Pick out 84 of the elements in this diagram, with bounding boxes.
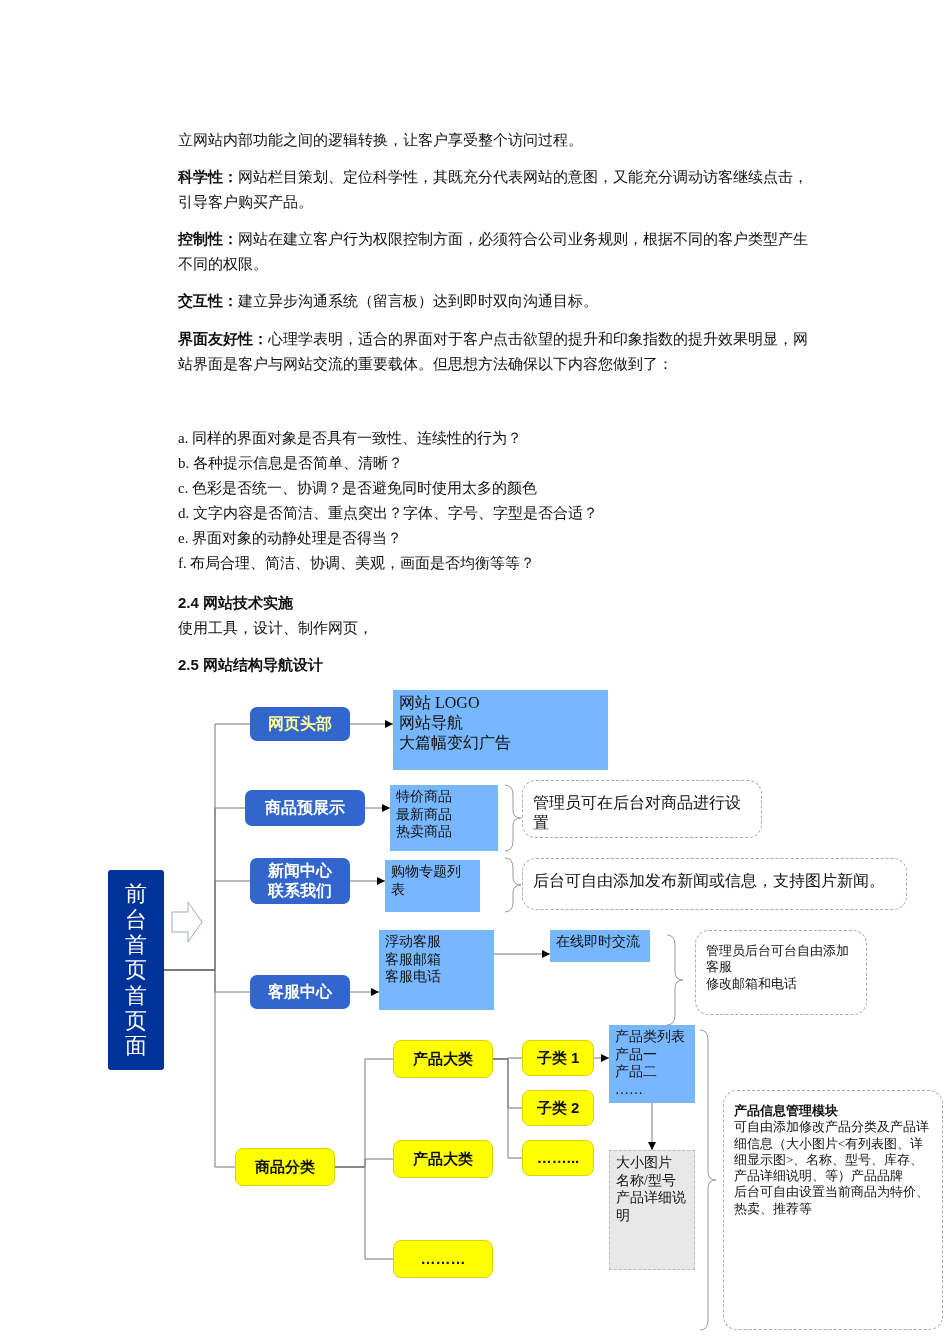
node-label: 管理员可在后台对商品进行设置 — [533, 793, 742, 833]
note-box — [695, 930, 867, 1015]
arrow — [364, 804, 391, 812]
node-label: 产品一 — [615, 1045, 658, 1063]
node-label: 管理员后台可台自由添加客服 — [706, 943, 850, 976]
content-box — [379, 930, 494, 1010]
node-label: 大篇幅变幻广告 — [399, 733, 512, 753]
category-box — [522, 1140, 594, 1176]
arrow — [493, 950, 551, 958]
node-label: 最新商品 — [396, 805, 453, 823]
arrow — [648, 1102, 656, 1151]
title-banner — [108, 870, 164, 1070]
node-label: 商品分类 — [254, 1157, 316, 1177]
content-box — [385, 860, 480, 912]
list-item: d. 文字内容是否简洁、重点突出？字体、字号、字型是否合适？ — [178, 504, 599, 523]
paragraph: 界面友好性：心理学表明，适合的界面对于客户点击欲望的提升和印象指数的提升效果明显，网站界面是客户与网站交流的重要载体。但思想方法确保以下内容您做到了： — [178, 330, 809, 374]
note-box — [522, 780, 762, 838]
note-heading: 产品信息管理模块 — [734, 1103, 839, 1120]
list-item: f. 布局合理、简洁、协调、美观，画面是否均衡等等？ — [178, 554, 537, 573]
list-item: c. 色彩是否统一、协调？是否避免同时使用太多的颜色 — [178, 479, 539, 498]
node-label: 产品类列表 — [615, 1028, 686, 1046]
node-label: 子类 2 — [535, 1098, 581, 1118]
node-label: 热卖商品 — [396, 823, 453, 841]
banner-title: 前台首页首页面 — [124, 881, 148, 1059]
arrow — [349, 988, 380, 996]
connector-line — [334, 1166, 394, 1260]
arrow — [349, 877, 386, 885]
node-label: 客服电话 — [385, 968, 442, 986]
node-label: 后台可自由设置当前商品为特价、热卖、推荐等 — [734, 1184, 930, 1217]
category-box — [522, 1090, 594, 1126]
node-label: 产品详细说明 — [616, 1189, 687, 1224]
paragraph: 使用工具，设计、制作网页， — [178, 619, 374, 638]
content-box — [390, 785, 498, 851]
node-label: 商品预展示 — [264, 798, 346, 818]
node-label: 网站 LOGO — [399, 693, 481, 713]
category-box — [522, 1040, 594, 1076]
list-item: b. 各种提示信息是否简单、清晰？ — [178, 454, 404, 473]
node-label: 产品大类 — [412, 1049, 474, 1069]
node-label: 购物专题列表 — [391, 863, 462, 898]
menu-box — [250, 707, 350, 741]
node-label: 特价商品 — [396, 788, 453, 806]
connector-line — [492, 1058, 523, 1159]
note-box — [522, 858, 907, 910]
content-box — [393, 690, 608, 770]
node-label: 新闻中心 — [267, 861, 333, 881]
node-label: 网站导航 — [399, 713, 464, 733]
node-label: 浮动客服 — [385, 933, 442, 951]
paragraph: 立网站内部功能之间的逻辑转换，让客户享受整个访问过程。 — [178, 131, 584, 150]
category-box — [393, 1140, 493, 1178]
arrow — [593, 1054, 610, 1062]
node-label: 联系我们 — [267, 881, 333, 901]
node-label: 在线即时交流 — [556, 933, 641, 951]
node-label: 子类 1 — [535, 1048, 581, 1068]
paragraph: 交互性：建立异步沟通系统（留言板）达到即时双向沟通目标。 — [178, 292, 599, 311]
node-label: ……... — [535, 1148, 581, 1168]
node-label: 客服邮箱 — [385, 950, 442, 968]
node-label: 网页头部 — [267, 714, 333, 734]
node-label: ……… — [419, 1249, 467, 1269]
content-box — [609, 1025, 695, 1103]
detail-box — [609, 1150, 695, 1270]
content-box — [550, 930, 650, 962]
section-heading: 2.4 网站技术实施 — [178, 593, 295, 613]
node-label: 后台可自由添加发布新闻或信息，支持图片新闻。 — [533, 871, 886, 891]
menu-box — [245, 790, 365, 826]
paragraph: 控制性：网站在建立客户行为权限控制方面，必须符合公司业务规则，根据不同的客户类型产生不同的权限。 — [178, 230, 809, 274]
menu-box — [250, 858, 350, 904]
list-item: a. 同样的界面对象是否具有一致性、连续性的行为？ — [178, 429, 524, 448]
node-label: 客服中心 — [267, 982, 333, 1002]
node-label: 可自由添加修改产品分类及产品详细信息（大小图片<有列表图、详细显示图>、名称、型号、库存、产品详细说明、等）产品品牌 — [734, 1119, 930, 1185]
node-label: 产品大类 — [412, 1149, 474, 1169]
node-label: 修改邮箱和电话 — [706, 975, 798, 992]
note-box — [723, 1090, 943, 1330]
node-label: 大小图片 — [616, 1154, 673, 1172]
arrow — [349, 720, 394, 728]
category-box — [393, 1240, 493, 1278]
paragraph: 科学性：网站栏目策划、定位科学性，其既充分代表网站的意图，又能充分调动访客继续点击，引导客户购买产品。 — [178, 168, 809, 212]
section-heading: 2.5 网站结构导航设计 — [178, 655, 325, 675]
category-box — [393, 1040, 493, 1078]
node-label: 产品二 — [615, 1063, 658, 1081]
node-label: 名称/型号 — [616, 1171, 677, 1189]
category-box — [235, 1148, 335, 1186]
menu-box — [250, 975, 350, 1009]
node-label: …… — [615, 1080, 644, 1098]
list-item: e. 界面对象的动静处理是否得当？ — [178, 529, 404, 548]
